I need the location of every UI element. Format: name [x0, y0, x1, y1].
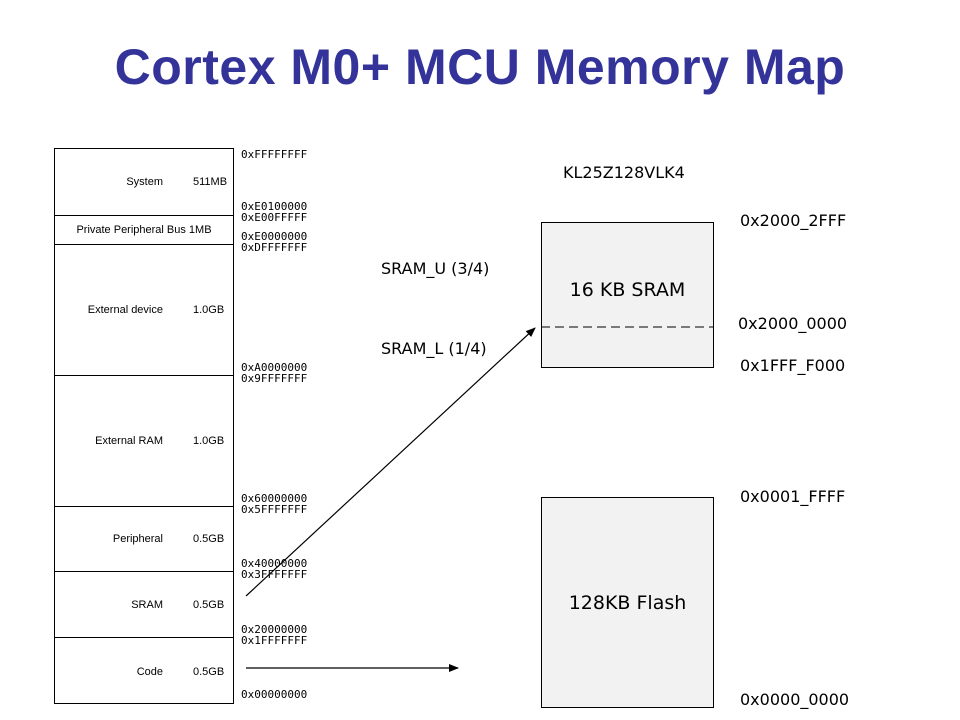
address-label: 0x3FFFFFFF: [241, 568, 308, 581]
region-name: Peripheral: [112, 533, 163, 545]
region-size: 1.0GB: [193, 304, 225, 316]
region-size: 0.5GB: [193, 665, 225, 678]
flash-block: 128KB Flash: [541, 497, 714, 708]
region-name: External device: [87, 304, 163, 316]
sram-block: 16 KB SRAM: [541, 222, 714, 368]
region-size: 1.0GB: [193, 435, 225, 447]
address-label: 0x60000000: [241, 492, 308, 505]
region-peripheral: Peripheral 0.5GB: [55, 507, 233, 572]
region-private-peripheral-bus: Private Peripheral Bus 1MB: [55, 216, 233, 245]
region-external-device: External device 1.0GB: [55, 245, 233, 376]
address-label: 0x5FFFFFFF: [241, 503, 308, 516]
part-number-label: KL25Z128VLK4: [563, 163, 685, 182]
region-size: 511MB: [193, 176, 228, 188]
address-label: 0x1FFFFFFF: [241, 634, 308, 647]
sram-upper-label: SRAM_U (3/4): [381, 259, 490, 278]
address-label: 0xE00FFFFF: [241, 211, 308, 224]
address-label: 0x40000000: [241, 557, 308, 570]
address-label: 0x00000000: [241, 688, 308, 701]
region-size: 0.5GB: [193, 533, 225, 545]
region-name: Code: [136, 665, 163, 678]
address-label: 0xDFFFFFFF: [241, 241, 308, 254]
region-code: Code 0.5GB: [55, 638, 233, 705]
address-label: 0xA0000000: [241, 361, 308, 374]
region-system: System 511MB: [55, 149, 233, 216]
sram-mid-address: 0x2000_0000: [738, 314, 848, 333]
flash-bottom-address: 0x0000_0000: [740, 690, 850, 709]
address-label: 0xE0100000: [241, 200, 308, 213]
region-name: Private Peripheral Bus 1MB: [76, 224, 212, 236]
sram-block-label: 16 KB SRAM: [569, 279, 686, 301]
region-name: SRAM: [131, 598, 163, 611]
address-label: 0xFFFFFFFF: [241, 148, 308, 161]
flash-block-label: 128KB Flash: [568, 591, 687, 614]
sram-bottom-address: 0x1FFF_F000: [740, 356, 846, 375]
region-sram: SRAM 0.5GB: [55, 572, 233, 638]
memory-map-column: System 511MB Private Peripheral Bus 1MB …: [54, 148, 234, 704]
region-name: System: [126, 176, 163, 188]
region-name: External RAM: [95, 435, 163, 447]
region-external-ram: External RAM 1.0GB: [55, 376, 233, 507]
sram-lower-label: SRAM_L (1/4): [381, 339, 487, 358]
sram-top-address: 0x2000_2FFF: [740, 211, 847, 230]
flash-top-address: 0x0001_FFFF: [740, 487, 846, 506]
page-title: Cortex M0+ MCU Memory Map: [114, 39, 846, 95]
address-label: 0x20000000: [241, 623, 308, 636]
address-label: 0x9FFFFFFF: [241, 372, 308, 385]
sram-mapping-arrow: [245, 327, 536, 597]
address-label: 0xE0000000: [241, 230, 308, 243]
region-size: 0.5GB: [193, 598, 225, 611]
